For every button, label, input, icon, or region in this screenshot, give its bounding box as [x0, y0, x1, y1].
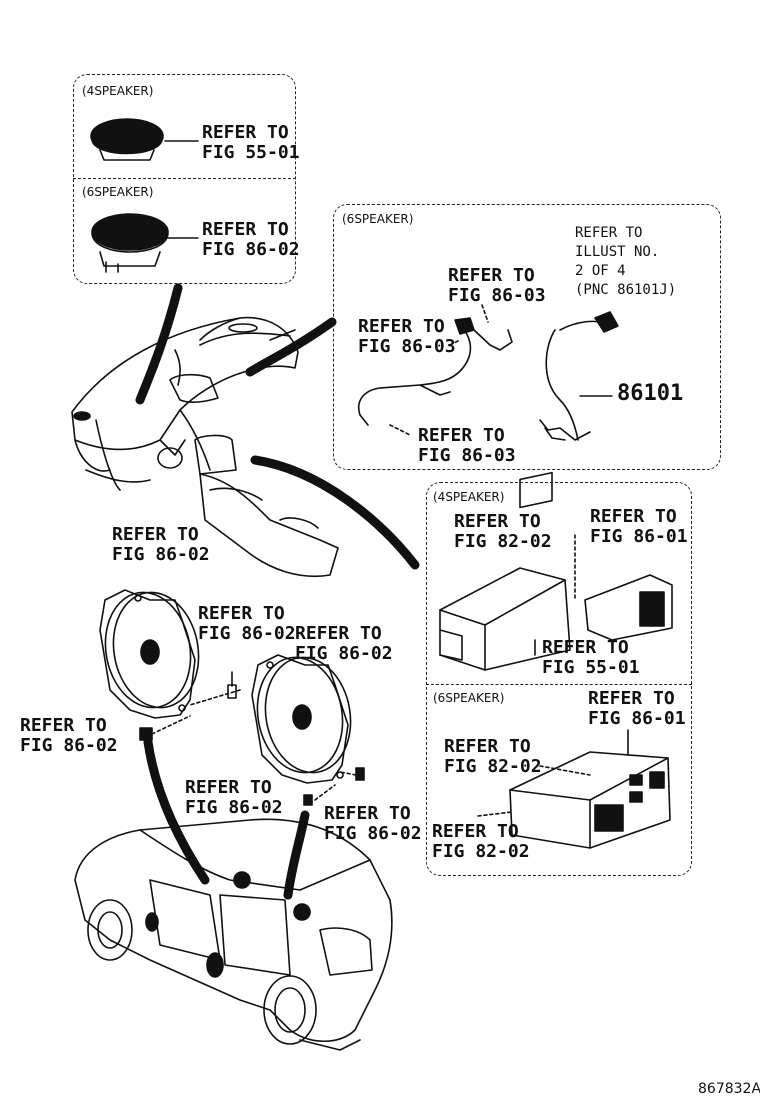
rear-speaker-illustration — [251, 654, 352, 784]
ref-switch6-mid[interactable]: REFER TO FIG 82-02 — [444, 736, 542, 777]
band-harness — [245, 317, 337, 377]
ref-switch6-bottom[interactable]: REFER TO FIG 82-02 — [432, 821, 530, 862]
ref-switch4-bottom[interactable]: REFER TO FIG 55-01 — [542, 637, 640, 678]
tweeter-box — [73, 74, 296, 284]
illustration-id: 867832A — [698, 1081, 760, 1097]
tweeter-6speaker-illustration — [91, 213, 199, 273]
front-speaker-illustration — [99, 589, 200, 719]
ref-front-screw[interactable]: REFER TO FIG 86-02 — [198, 603, 296, 644]
ref-tweeter-6speaker[interactable]: REFER TO FIG 86-02 — [202, 219, 300, 260]
harness-box — [333, 204, 721, 470]
part-number-86101[interactable]: 86101 — [617, 381, 684, 406]
ref-harness-left[interactable]: REFER TO FIG 86-03 — [358, 316, 456, 357]
band-switch — [250, 455, 420, 570]
ref-left-bolt[interactable]: REFER TO FIG 86-02 — [20, 715, 118, 756]
ref-rear-bolt-right[interactable]: REFER TO FIG 86-02 — [324, 803, 422, 844]
switch-box-divider — [426, 684, 692, 685]
band-rear-speaker — [283, 810, 310, 900]
switch-4speaker-illustration — [439, 471, 673, 671]
ref-harness-top[interactable]: REFER TO FIG 86-03 — [448, 265, 546, 306]
harness-illustration — [358, 311, 619, 441]
ref-harness-bottom[interactable]: REFER TO FIG 86-03 — [418, 425, 516, 466]
car-illustration — [74, 818, 393, 1051]
harness-leaders — [389, 304, 489, 436]
ref-illustration-note[interactable]: REFER TO ILLUST NO. 2 OF 4 (PNC 86101J) — [575, 225, 677, 298]
tweeter-6speaker-caption: (6SPEAKER) — [82, 185, 154, 199]
ref-rear-speaker[interactable]: REFER TO FIG 86-02 — [295, 623, 393, 664]
band-tweeter-left — [135, 283, 183, 405]
bolts — [139, 671, 365, 806]
tweeter-4speaker-illustration — [90, 118, 199, 161]
switch-6speaker-caption: (6SPEAKER) — [433, 691, 505, 705]
switch-box — [426, 482, 692, 876]
ref-tweeter-4speaker[interactable]: REFER TO FIG 55-01 — [202, 122, 300, 163]
ref-front-speaker[interactable]: REFER TO FIG 86-02 — [112, 524, 210, 565]
switch-4speaker-caption: (4SPEAKER) — [433, 490, 505, 504]
tweeter-box-divider — [73, 178, 296, 179]
dashboard-illustration — [71, 316, 339, 578]
ref-switch4-right[interactable]: REFER TO FIG 86-01 — [590, 506, 688, 547]
ref-rear-bolt-lower[interactable]: REFER TO FIG 86-02 — [185, 777, 283, 818]
ref-switch6-top[interactable]: REFER TO FIG 86-01 — [588, 688, 686, 729]
ref-switch4-left[interactable]: REFER TO FIG 82-02 — [454, 511, 552, 552]
tweeter-4speaker-caption: (4SPEAKER) — [82, 84, 154, 98]
harness-6speaker-caption: (6SPEAKER) — [342, 212, 414, 226]
switch-6speaker-illustration — [477, 729, 671, 849]
